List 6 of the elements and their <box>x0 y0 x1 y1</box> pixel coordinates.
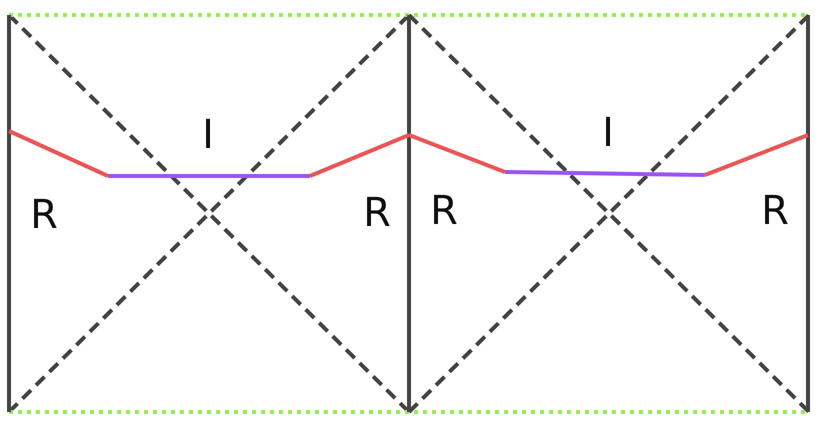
region-label: R <box>430 191 458 231</box>
region-label: R <box>30 195 58 235</box>
region-label: I <box>602 113 614 153</box>
region-label: I <box>202 115 214 155</box>
region-label: R <box>363 193 391 233</box>
region-label: R <box>761 191 789 231</box>
